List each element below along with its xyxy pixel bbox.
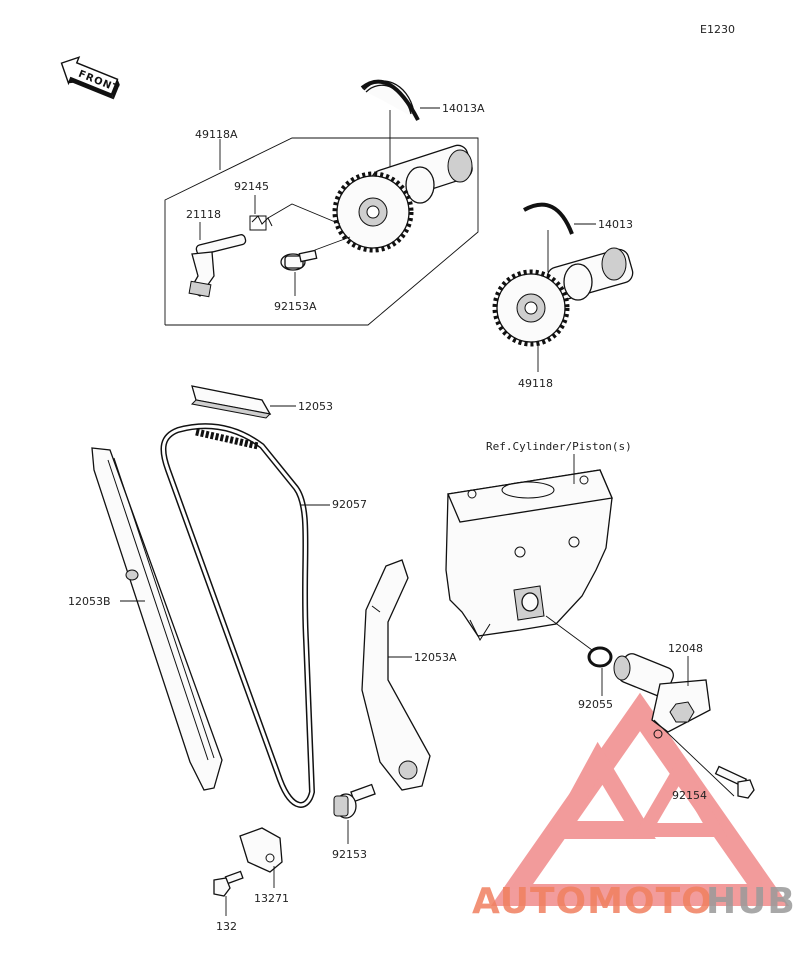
tensioner-guide-12053a [361, 559, 431, 791]
label-14013a: 14013A [442, 102, 485, 115]
bolt-92153a [280, 249, 318, 271]
o-ring-92055 [587, 646, 613, 668]
chain-guide-12053b [91, 447, 223, 791]
assembly-bracket-49118a [164, 137, 479, 326]
spring-92145 [249, 215, 273, 231]
front-arrow-icon: FRONT [60, 56, 121, 100]
bolt-92154 [714, 765, 755, 799]
plate-13271 [239, 827, 283, 873]
cam-chain-92057 [160, 423, 316, 808]
label-92153a: 92153A [274, 300, 317, 313]
label-132: 132 [216, 920, 237, 933]
label-12053a: 12053A [414, 651, 457, 664]
label-49118: 49118 [518, 377, 553, 390]
label-12053: 12053 [298, 400, 333, 413]
camshaft-a [332, 144, 473, 253]
half-ring-14013 [523, 202, 574, 235]
chain-guide-12053 [190, 385, 272, 419]
label-92055: 92055 [578, 698, 613, 711]
label-92145: 92145 [234, 180, 269, 193]
lever-21118 [188, 234, 247, 298]
label-21118: 21118 [186, 208, 221, 221]
label-92154: 92154 [672, 789, 707, 802]
watermark-part1: AUTOMOTO [472, 881, 713, 922]
diagram-code: E1230 [700, 23, 735, 36]
watermark-logo [490, 692, 790, 906]
watermark-text: AUTOMOTO HUB [472, 881, 796, 922]
label-49118a: 49118A [195, 128, 238, 141]
cylinder-reference [445, 469, 613, 642]
chain-tensioner-12048 [613, 653, 711, 739]
reference-label: Ref.Cylinder/Piston(s) [486, 440, 632, 453]
camshaft-b [492, 247, 634, 347]
label-12048: 12048 [668, 642, 703, 655]
watermark-part2: HUB [706, 881, 796, 922]
label-92153: 92153 [332, 848, 367, 861]
label-92057: 92057 [332, 498, 367, 511]
label-14013: 14013 [598, 218, 633, 231]
label-12053b: 12053B [68, 595, 111, 608]
label-13271: 13271 [254, 892, 289, 905]
bolt-132 [213, 870, 244, 897]
bolt-92153 [333, 783, 376, 819]
